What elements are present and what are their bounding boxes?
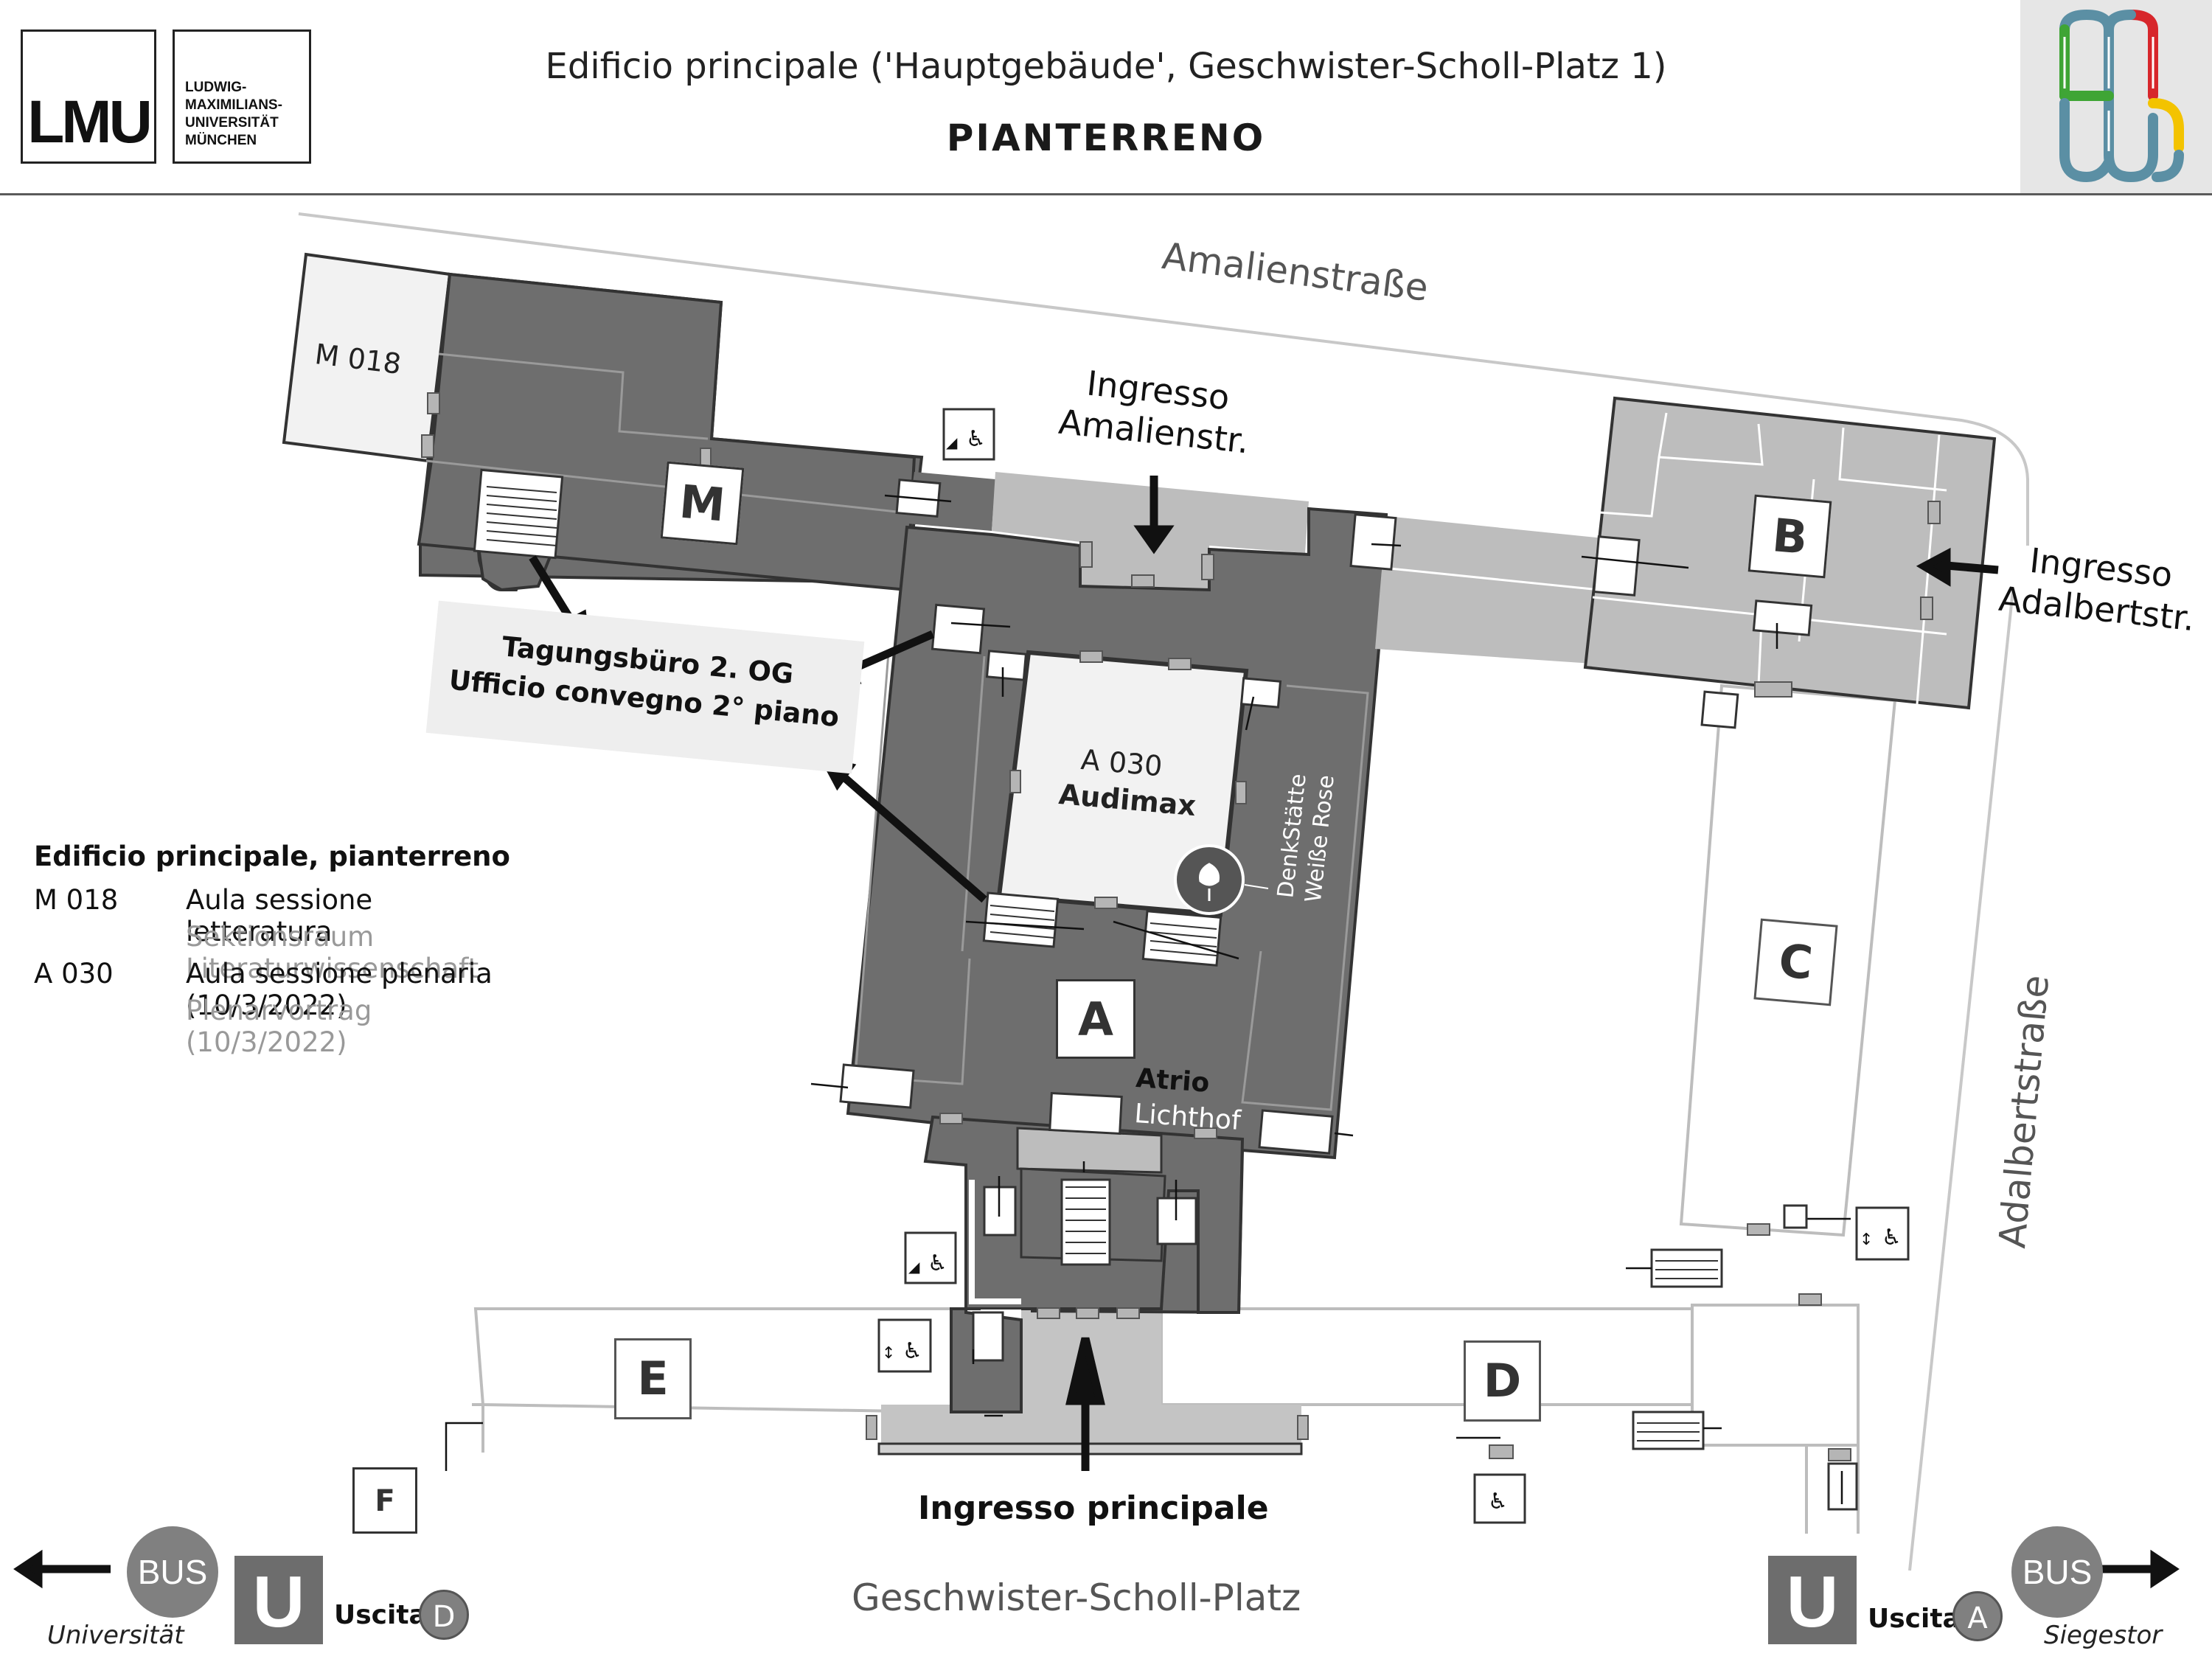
legend-name: Aula sessione plenaria (10/3/2022): [186, 958, 493, 1021]
svg-text:♿: ♿: [928, 1251, 947, 1276]
building-label-f[interactable]: F: [352, 1467, 417, 1534]
conference-logo-icon: [2059, 9, 2184, 183]
svg-text:♿: ♿: [1488, 1489, 1508, 1514]
legend-row: M 018 Aula sessione letteratura: [34, 884, 510, 947]
legend-row: Plenarvortrag (10/3/2022): [34, 995, 510, 1058]
page-title: Edificio principale ('Hauptgebäude', Ges…: [545, 46, 1667, 87]
legend-row: A 030 Aula sessione plenaria (10/3/2022): [34, 958, 510, 1021]
street-edge-east: [1908, 589, 2014, 1571]
bus-stop-icon[interactable]: BUS: [2011, 1526, 2103, 1618]
university-name-line: LUDWIG-: [185, 80, 247, 95]
bus-stop-label-universitaet: Universität: [47, 1621, 184, 1650]
lmu-logo[interactable]: LMU: [21, 29, 156, 164]
exit-a-icon[interactable]: A: [1952, 1591, 2003, 1641]
university-name: LUDWIG- MAXIMILIANS- UNIVERSITÄT MÜNCHEN: [173, 29, 311, 164]
street-label-geschwister-scholl-platz: Geschwister-Scholl-Platz: [852, 1576, 1301, 1619]
building-label-e[interactable]: E: [614, 1338, 692, 1419]
legend-code: M 018: [34, 884, 119, 916]
building-label-a[interactable]: A: [1056, 979, 1135, 1059]
legend: Edificio principale, pianterreno M 018 A…: [34, 841, 510, 1058]
metro-station-icon[interactable]: U: [1768, 1556, 1857, 1644]
exit-label-left: Uscita: [334, 1600, 427, 1630]
building-label-d[interactable]: D: [1464, 1340, 1541, 1422]
street-edge-north: [298, 212, 2029, 546]
svg-text:♿: ♿: [966, 426, 986, 452]
svg-text:♿: ♿: [1882, 1225, 1902, 1251]
legend-code: A 030: [34, 958, 114, 990]
wheelchair-icon[interactable]: [942, 408, 995, 461]
building-label-m[interactable]: M: [660, 461, 745, 546]
university-name-line: MAXIMILIANS-: [185, 97, 282, 113]
svg-text:◢: ◢: [946, 434, 958, 451]
wheelchair-icon[interactable]: [1473, 1473, 1526, 1524]
building-label-b[interactable]: B: [1747, 494, 1832, 579]
legend-row: Sektionsraum Literaturwissenschaft: [34, 921, 510, 984]
legend-sub: Plenarvortrag (10/3/2022): [186, 995, 372, 1058]
wing-d-outline: [1160, 1307, 1694, 1406]
header: LMU LUDWIG- MAXIMILIANS- UNIVERSITÄT MÜN…: [0, 0, 2212, 195]
lmu-logo-text: LMU: [27, 88, 153, 156]
stairs-icon: [473, 468, 1858, 1511]
conference-logo: [2020, 0, 2212, 193]
forecourt-steps: [877, 1442, 1303, 1455]
exit-label-right: Uscita: [1868, 1604, 1961, 1634]
legend-name: Aula sessione letteratura: [186, 884, 373, 947]
exit-d-icon[interactable]: D: [419, 1590, 469, 1640]
doors: [421, 392, 1941, 1461]
svg-text:↕: ↕: [1860, 1231, 1873, 1249]
corridor-a-b: [1375, 516, 1604, 664]
bus-stop-icon[interactable]: BUS: [127, 1526, 218, 1618]
legend-sub: Sektionsraum Literaturwissenschaft: [186, 921, 479, 984]
svg-text:♿: ♿: [902, 1338, 922, 1364]
svg-text:↕: ↕: [882, 1344, 895, 1363]
legend-heading: Edificio principale, pianterreno: [34, 841, 510, 872]
room-label-atrio[interactable]: Atrio: [1135, 1063, 1211, 1099]
wheelchair-icon[interactable]: [904, 1231, 957, 1284]
elevator-icon[interactable]: [877, 1318, 932, 1373]
university-name-line: UNIVERSITÄT: [185, 115, 279, 131]
svg-text:◢: ◢: [908, 1258, 920, 1276]
metro-station-icon[interactable]: U: [234, 1556, 323, 1644]
entrance-label-main: Ingresso principale: [918, 1489, 1269, 1527]
university-name-line: MÜNCHEN: [185, 133, 257, 148]
building-label-c[interactable]: C: [1753, 918, 1838, 1006]
floor-title: PIANTERRENO: [946, 116, 1266, 159]
bus-stop-label-siegestor: Siegestor: [2044, 1621, 2163, 1650]
elevator-icon[interactable]: [1855, 1206, 1910, 1261]
